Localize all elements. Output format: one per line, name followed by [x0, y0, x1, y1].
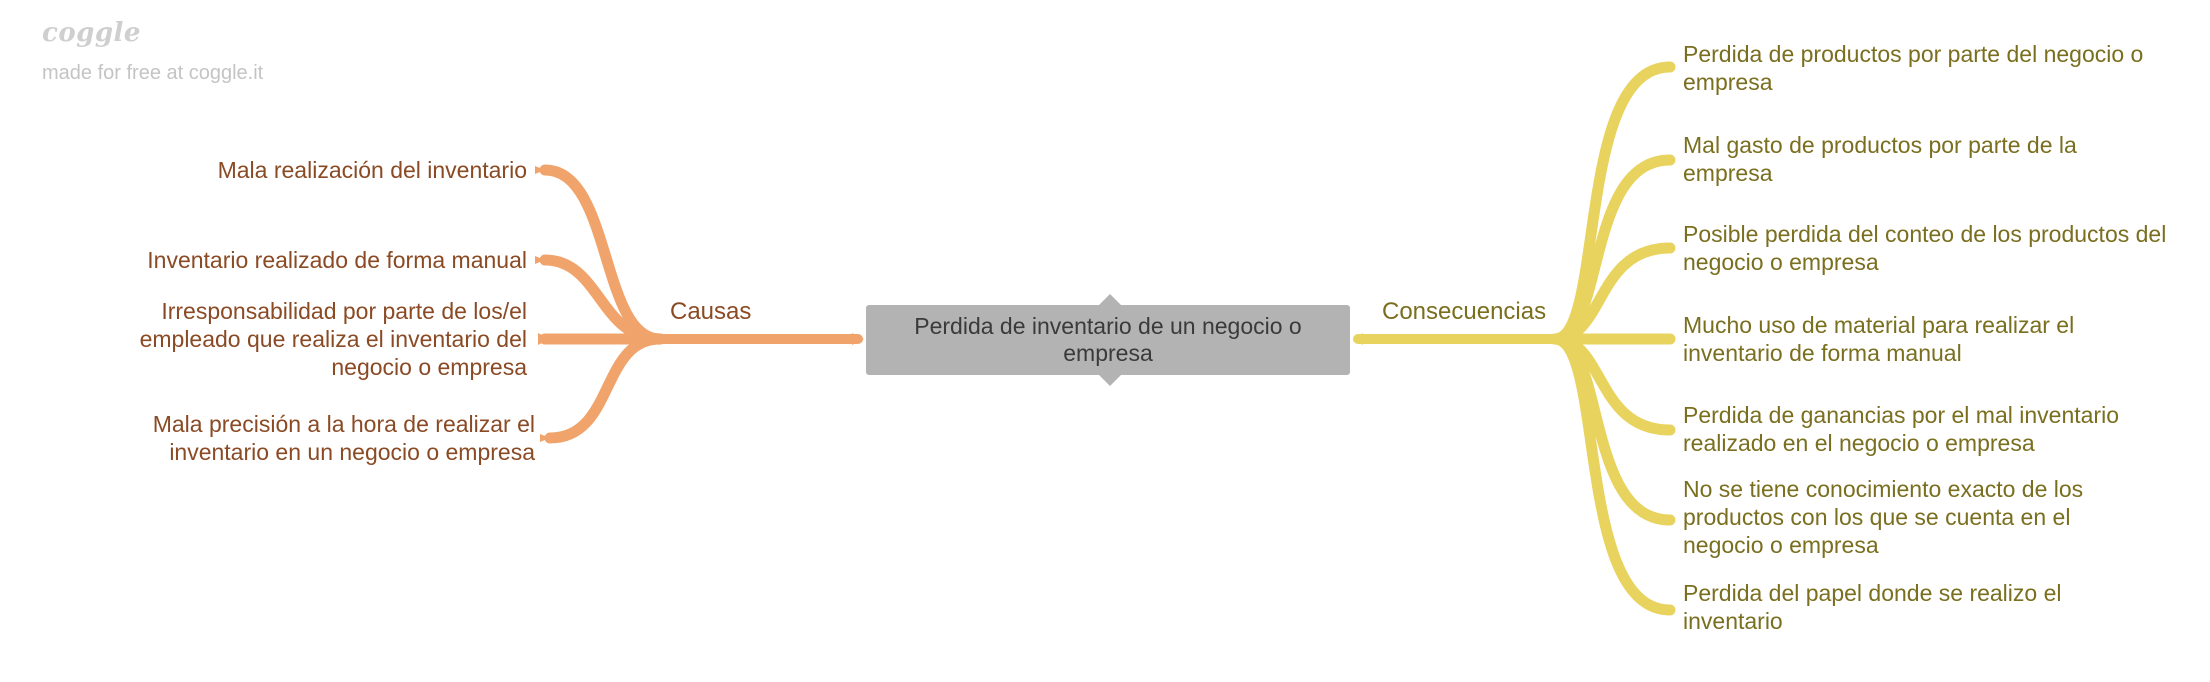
branch-causes-leaf-4	[544, 333, 666, 444]
coggle-tagline: made for free at coggle.it	[42, 62, 264, 84]
cause-node-4[interactable]: Mala precisión a la hora de realizar el …	[152, 411, 535, 465]
central-topic-node[interactable]: Perdida de inventario de un negocio o em…	[866, 305, 1350, 375]
causes-branch-label[interactable]: Causas	[670, 298, 752, 325]
consequence-node-2[interactable]: Mal gasto de productos por parte de la e…	[1683, 132, 2077, 186]
cause-node-1[interactable]: Mala realización del inventario	[217, 157, 527, 183]
central-node-top-handle[interactable]	[1099, 294, 1121, 305]
cause-node-3[interactable]: Irresponsabilidad por parte de los/el em…	[139, 298, 527, 380]
central-node-bottom-handle[interactable]	[1099, 375, 1121, 386]
coggle-logo: coggle	[42, 18, 141, 48]
consequence-node-1[interactable]: Perdida de productos por parte del negoc…	[1683, 41, 2144, 95]
branch-causes-leaf-1	[539, 164, 666, 345]
consequence-node-3[interactable]: Posible perdida del conteo de los produc…	[1683, 221, 2167, 275]
cause-node-2[interactable]: Inventario realizado de forma manual	[147, 247, 527, 273]
consequence-node-5[interactable]: Perdida de ganancias por el mal inventar…	[1683, 402, 2119, 456]
branch-cons-leaf-7	[1549, 333, 1676, 616]
consequence-node-6[interactable]: No se tiene conocimiento exacto de los p…	[1683, 476, 2084, 558]
consequence-node-7[interactable]: Perdida del papel donde se realizo el in…	[1683, 580, 2062, 634]
consequence-node-4[interactable]: Mucho uso de material para realizar el i…	[1683, 312, 2075, 366]
consequences-branch-label[interactable]: Consecuencias	[1382, 298, 1547, 325]
